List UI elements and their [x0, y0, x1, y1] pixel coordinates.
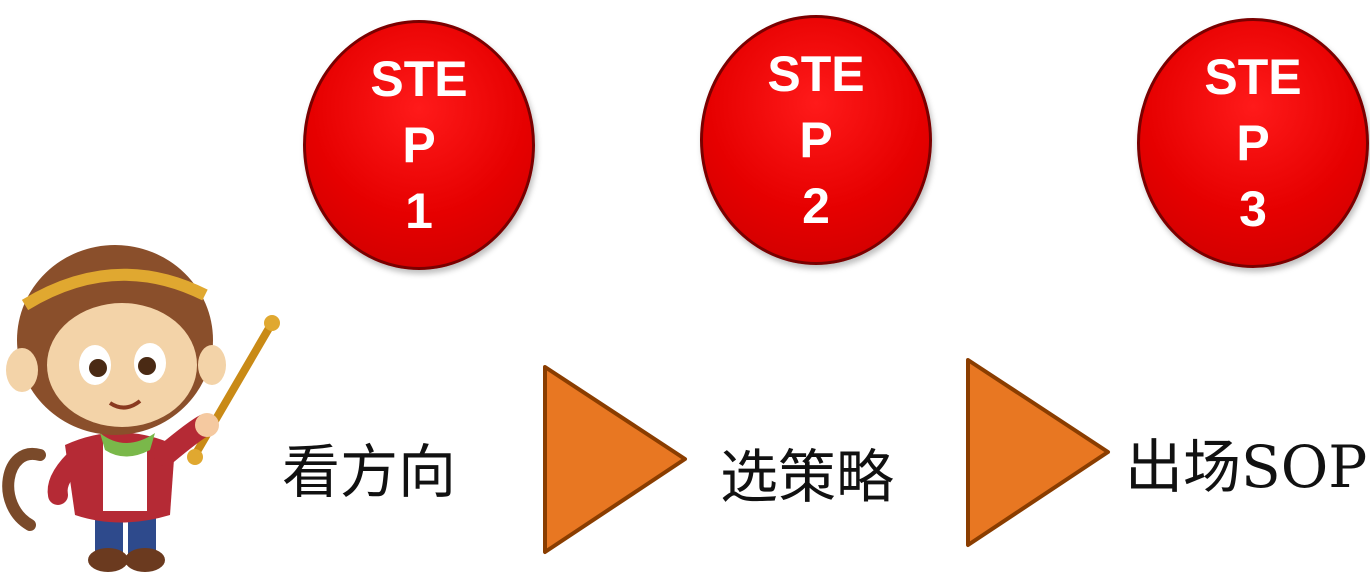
- step-3-line1: STE: [1204, 49, 1302, 105]
- step-3-circle: STE P 3: [1137, 18, 1369, 268]
- step-3-line2: P: [1236, 115, 1270, 171]
- step-1-line1: STE: [370, 51, 468, 107]
- step-1-circle: STE P 1: [303, 20, 535, 270]
- arrow-right-icon: [543, 365, 687, 554]
- step-2-number: 2: [802, 178, 830, 234]
- step-2-circle: STE P 2: [700, 15, 932, 265]
- step-1-line2: P: [402, 117, 436, 173]
- step-1-number: 1: [405, 183, 433, 239]
- arrow-right-icon: [966, 358, 1110, 547]
- step-3-label: 出场SOP: [1125, 433, 1368, 501]
- step-2-line1: STE: [767, 46, 865, 102]
- step-1-label: 看方向: [282, 438, 457, 506]
- step-2-line2: P: [799, 112, 833, 168]
- step-2-label: 选策略: [720, 443, 895, 511]
- step-3-number: 3: [1239, 181, 1267, 237]
- monkey-king-mascot-icon: [2, 245, 280, 572]
